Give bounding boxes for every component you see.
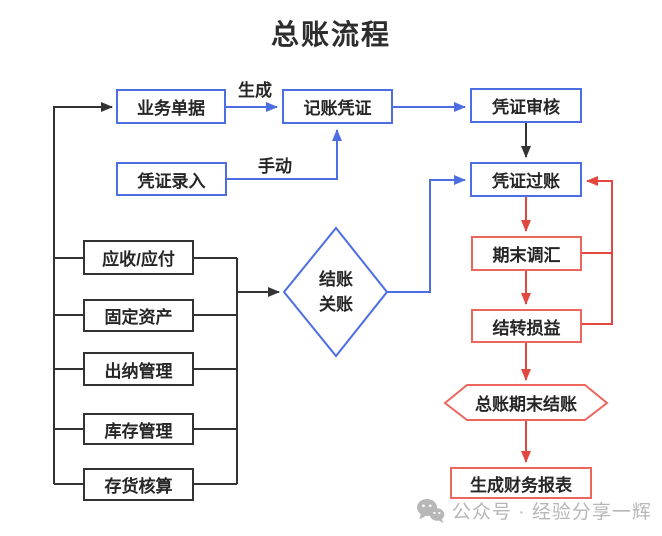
node-inventory-accounting: 存货核算 [83, 468, 194, 501]
node-voucher-entry: 凭证录入 [116, 162, 227, 196]
wechat-icon [417, 499, 445, 523]
node-generate-financial-reports: 生成财务报表 [450, 467, 592, 499]
node-gl-period-end-closing: 总账期末结账 [475, 395, 577, 414]
node-cashier-mgmt: 出纳管理 [83, 352, 194, 386]
edge-carryforward-loopback-to-posting [582, 176, 613, 325]
node-voucher-review: 凭证审核 [470, 88, 582, 123]
closing-decision-line2: 关账 [319, 294, 353, 314]
node-bookkeeping-voucher: 记账凭证 [282, 89, 393, 124]
watermark-text: 公众号 · 经验分享一辉 [452, 502, 652, 523]
edge-right-bus-stubs [194, 257, 237, 485]
edge-entry-to-voucher [227, 129, 342, 180]
node-inventory-mgmt: 库存管理 [83, 413, 194, 445]
closing-decision-line1: 结账 [319, 269, 353, 289]
edge-sources-to-business-doc [53, 102, 113, 484]
page-title: 总账流程 [270, 19, 391, 50]
closing-decision-diamond-shape [282, 226, 389, 358]
gl-closing-hexagon-shape [443, 384, 609, 421]
edge-left-bus-stubs [54, 257, 83, 485]
edge-label-generate: 生成 [238, 81, 272, 100]
edge-closing-decision-to-posting [387, 175, 466, 293]
node-voucher-posting: 凭证过账 [470, 162, 582, 197]
node-period-end-fx: 期末调汇 [471, 236, 582, 271]
watermark: 公众号 · 经验分享一辉 [416, 497, 652, 524]
node-fixed-assets: 固定资产 [83, 299, 194, 332]
node-profit-loss-carryforward: 结转损益 [471, 309, 582, 343]
edge-label-manual: 手动 [258, 157, 292, 176]
node-ar-ap: 应收/应付 [83, 240, 194, 275]
node-business-doc: 业务单据 [116, 89, 226, 124]
node-closing-decision: 结账 关账 [286, 250, 386, 335]
